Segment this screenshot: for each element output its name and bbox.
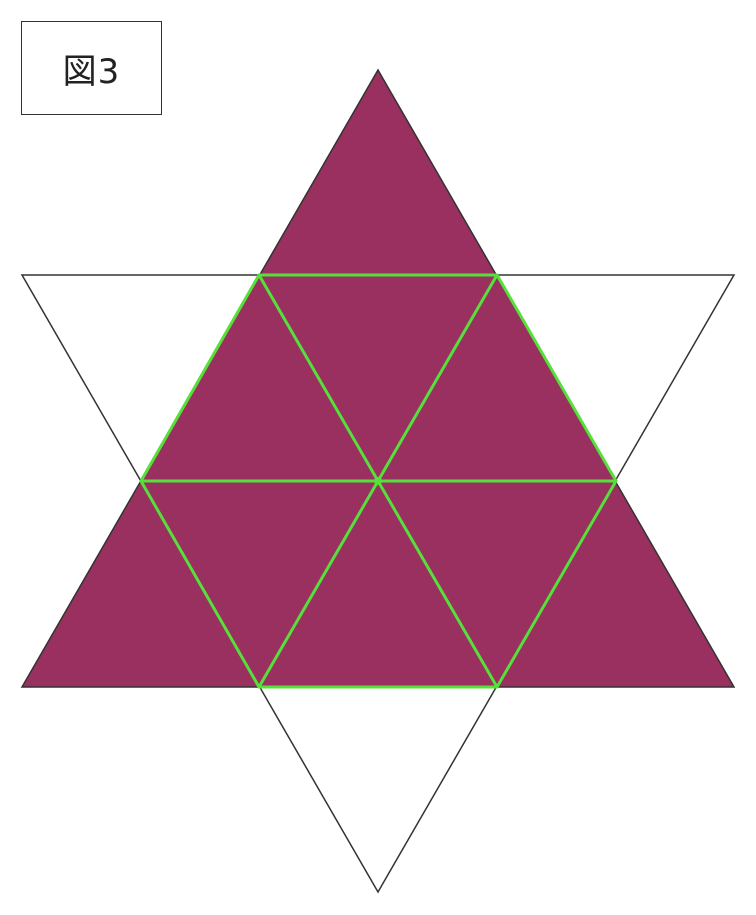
filled-upward-triangle (20, 68, 736, 688)
figure-label-box: 図3 (21, 21, 162, 115)
center-point (374, 477, 382, 485)
figure-label: 図3 (62, 51, 121, 92)
